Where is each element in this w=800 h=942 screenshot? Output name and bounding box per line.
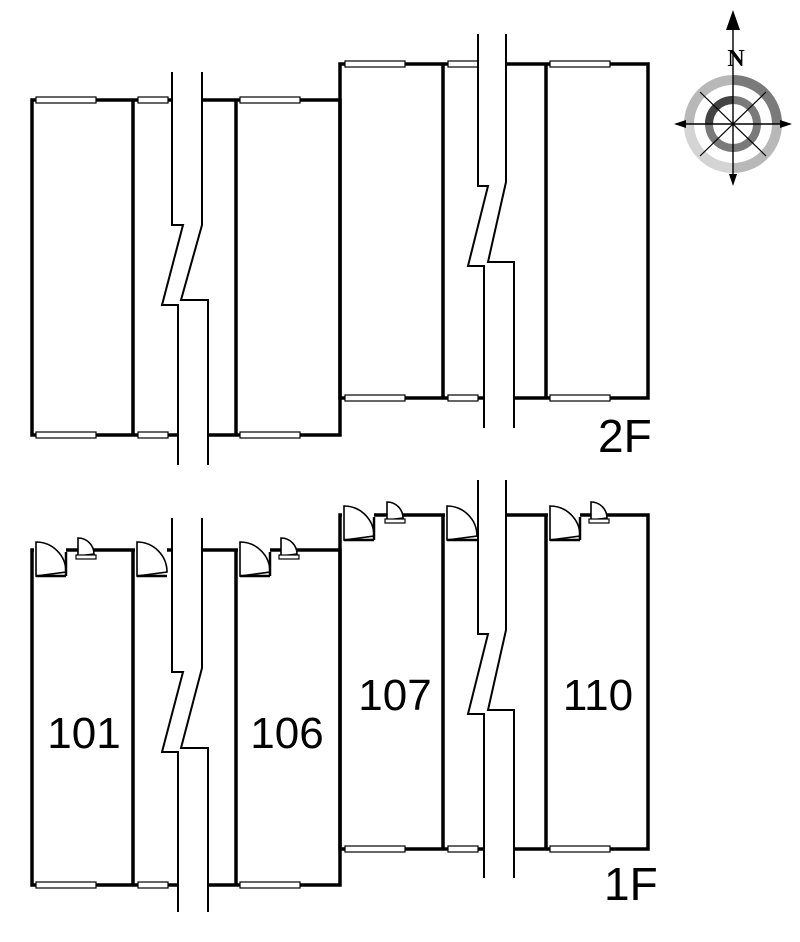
window [239, 96, 301, 104]
service-door [278, 537, 300, 560]
entrance-door [34, 541, 68, 578]
north-label: N [727, 46, 745, 72]
window [549, 394, 611, 402]
break-line [466, 480, 515, 878]
window [447, 845, 479, 853]
window [447, 394, 479, 402]
window [35, 431, 97, 439]
window [239, 431, 301, 439]
entrance-door [238, 541, 272, 578]
entrance-door [135, 541, 168, 578]
service-door [384, 501, 406, 524]
window [344, 394, 406, 402]
compass-icon: N [674, 10, 792, 186]
floor-2f: 2F [30, 34, 652, 465]
floor-label: 1F [604, 858, 658, 910]
window [239, 881, 301, 889]
unit-label-101: 101 [47, 709, 120, 758]
service-door [588, 501, 610, 524]
break-line [466, 34, 515, 428]
window [549, 60, 611, 68]
window [35, 96, 97, 104]
window [344, 60, 406, 68]
entrance-door [548, 505, 582, 542]
window [549, 845, 611, 853]
window [447, 60, 479, 68]
window [137, 431, 169, 439]
unit-label-106: 106 [250, 709, 323, 758]
window [137, 96, 169, 104]
floor-1f: 101 106 107 110 1F [30, 480, 658, 912]
service-door [75, 537, 97, 560]
unit-label-107: 107 [358, 671, 431, 720]
window [35, 881, 97, 889]
entrance-door [342, 505, 376, 542]
break-line [160, 518, 209, 912]
entrance-door [445, 505, 478, 542]
break-line [160, 72, 209, 465]
floor-label: 2F [598, 410, 652, 462]
window [137, 881, 169, 889]
window [344, 845, 406, 853]
unit-label-110: 110 [563, 671, 633, 720]
